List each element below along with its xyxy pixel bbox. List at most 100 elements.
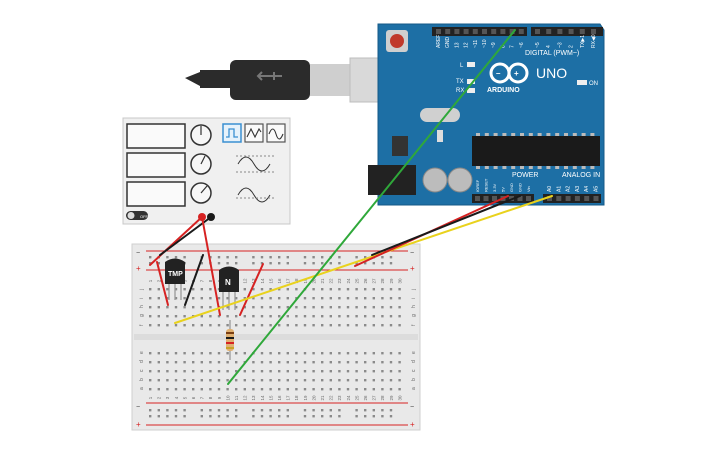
breadboard-hole[interactable] [346,324,350,327]
wire-sensor-power[interactable] [156,261,169,306]
breadboard-hole[interactable] [398,370,401,373]
breadboard-hole[interactable] [381,379,384,382]
rail-hole[interactable] [209,415,212,418]
breadboard-hole[interactable] [157,315,160,318]
breadboard-hole[interactable] [398,324,401,327]
rail-hole[interactable] [217,415,221,418]
breadboard-hole[interactable] [278,315,281,318]
breadboard-hole[interactable] [329,370,332,373]
breadboard-hole[interactable] [192,306,195,309]
breadboard-hole[interactable] [364,315,367,318]
breadboard-hole[interactable] [149,361,152,364]
breadboard-hole[interactable] [174,388,178,391]
rail-hole[interactable] [183,415,186,418]
rail-hole[interactable] [364,256,367,259]
breadboard-hole[interactable] [286,352,289,355]
breadboard-hole[interactable] [192,379,195,382]
wire-gnd-to-rail[interactable] [371,195,521,256]
breadboard-hole[interactable] [312,388,315,391]
breadboard-hole[interactable] [364,297,367,300]
breadboard-hole[interactable] [157,297,160,300]
breadboard-hole[interactable] [355,324,358,327]
breadboard-hole[interactable] [200,288,203,291]
wire-transistor-rail[interactable] [239,263,264,316]
breadboard-hole[interactable] [149,379,152,382]
rail-hole[interactable] [217,256,221,259]
power-pin-hole[interactable] [517,196,523,201]
breadboard-hole[interactable] [200,352,203,355]
breadboard-hole[interactable] [217,297,221,300]
rail-hole[interactable] [235,262,238,265]
breadboard-hole[interactable] [192,324,195,327]
breadboard-hole[interactable] [346,315,350,318]
analog-pin-hole[interactable] [584,196,590,201]
rail-hole[interactable] [389,256,393,259]
waveform-square-button[interactable] [222,123,242,143]
breadboard-hole[interactable] [209,315,212,318]
analog-pin-hole[interactable] [593,196,599,201]
wire-sensor-to-a0[interactable] [174,195,553,324]
power-pin-hole[interactable] [483,196,489,201]
breadboard-hole[interactable] [166,370,169,373]
breadboard-hole[interactable] [149,324,152,327]
wire-sensor-ground[interactable] [184,254,204,306]
digital-pin-hole[interactable] [591,29,596,34]
rail-hole[interactable] [157,262,160,265]
digital-pin-hole[interactable] [518,29,524,34]
breadboard-hole[interactable] [149,288,152,291]
rail-hole[interactable] [278,256,281,259]
breadboard-hole[interactable] [192,288,195,291]
breadboard-hole[interactable] [217,388,221,391]
breadboard-hole[interactable] [200,361,203,364]
breadboard-hole[interactable] [381,324,384,327]
breadboard-hole[interactable] [166,352,169,355]
breadboard-hole[interactable] [321,306,324,309]
digital-pin-hole[interactable] [546,29,552,34]
rail-hole[interactable] [149,409,152,412]
analog-pin-hole[interactable] [574,196,580,201]
breadboard-hole[interactable] [166,324,169,327]
breadboard-hole[interactable] [149,297,152,300]
breadboard-hole[interactable] [303,352,307,355]
rail-hole[interactable] [157,415,160,418]
breadboard-hole[interactable] [149,306,152,309]
rail-hole[interactable] [303,256,307,259]
breadboard-hole[interactable] [381,388,384,391]
breadboard-hole[interactable] [269,388,272,391]
breadboard-hole[interactable] [286,324,289,327]
rail-hole[interactable] [260,415,264,418]
breadboard-hole[interactable] [389,352,393,355]
breadboard-hole[interactable] [346,297,350,300]
breadboard-hole[interactable] [312,370,315,373]
breadboard-hole[interactable] [312,324,315,327]
rail-hole[interactable] [269,256,272,259]
breadboard-hole[interactable] [398,388,401,391]
rail-hole[interactable] [252,409,255,412]
breadboard-hole[interactable] [174,361,178,364]
breadboard-hole[interactable] [209,361,212,364]
rail-hole[interactable] [381,256,384,259]
rail-hole[interactable] [235,409,238,412]
breadboard-hole[interactable] [166,388,169,391]
rail-hole[interactable] [286,256,289,259]
rail-hole[interactable] [166,409,169,412]
breadboard-hole[interactable] [321,324,324,327]
rail-hole[interactable] [329,409,332,412]
breadboard-hole[interactable] [286,315,289,318]
breadboard-hole[interactable] [346,288,350,291]
breadboard-hole[interactable] [381,361,384,364]
breadboard-hole[interactable] [174,297,178,300]
breadboard-hole[interactable] [166,379,169,382]
rail-hole[interactable] [174,415,178,418]
breadboard-hole[interactable] [157,388,160,391]
breadboard-hole[interactable] [303,361,307,364]
rail-hole[interactable] [372,262,375,265]
breadboard-hole[interactable] [200,297,203,300]
breadboard-hole[interactable] [364,324,367,327]
breadboard-hole[interactable] [235,297,238,300]
breadboard-hole[interactable] [329,379,332,382]
analog-pin-hole[interactable] [547,196,552,201]
breadboard-hole[interactable] [278,306,281,309]
breadboard-hole[interactable] [269,288,272,291]
breadboard-hole[interactable] [295,361,298,364]
